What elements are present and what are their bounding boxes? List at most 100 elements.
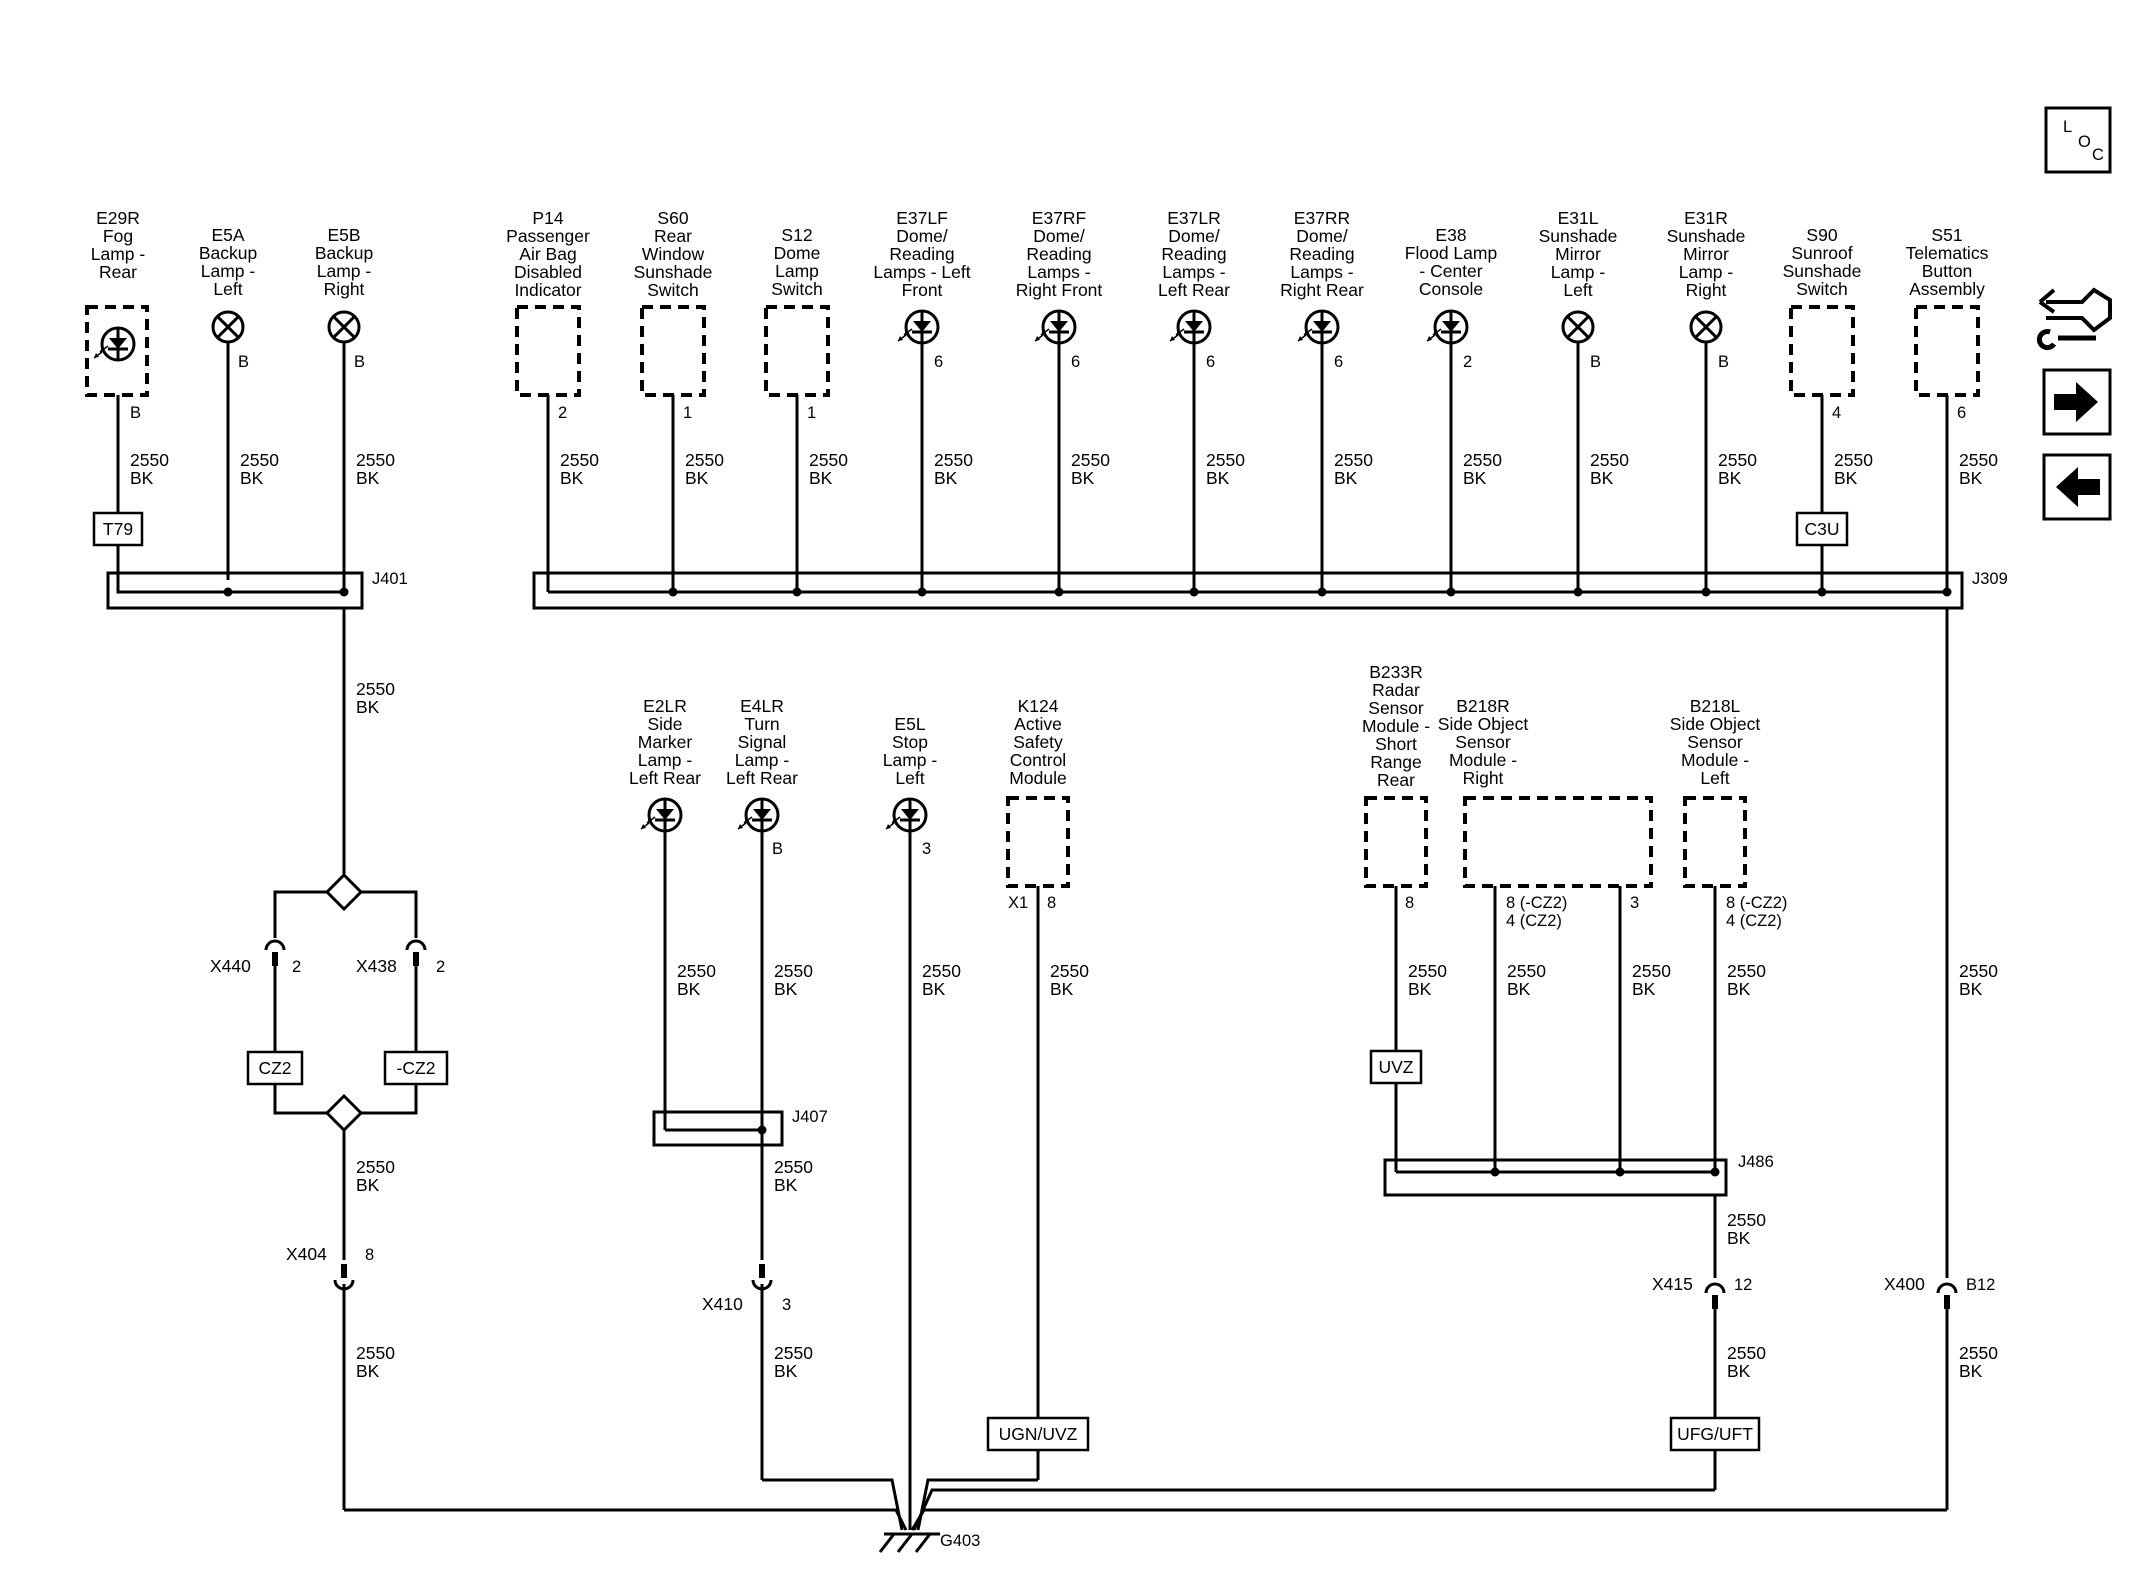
wire-circuit: 2550 xyxy=(1206,450,1245,470)
component-label-e4lr: Turn xyxy=(744,714,779,734)
component-label-e37lr: Left Rear xyxy=(1158,280,1230,300)
connector-pin xyxy=(759,1264,765,1278)
wire-circuit: 2550 xyxy=(1507,961,1546,981)
ground-wire xyxy=(762,1478,904,1531)
arrow-left-icon[interactable] xyxy=(2042,453,2112,521)
component-label-s12: Lamp xyxy=(775,261,819,281)
pin-label: 4 (CZ2) xyxy=(1506,912,1562,930)
wire-color: BK xyxy=(356,697,380,717)
wire-circuit: 2550 xyxy=(1334,450,1373,470)
ground-hatch xyxy=(896,1533,914,1553)
option-box xyxy=(383,1050,449,1086)
led-ray-head xyxy=(1433,330,1438,335)
component-label-e37rf: Right Front xyxy=(1016,280,1103,300)
connector-pin-label: 12 xyxy=(1734,1276,1752,1294)
wire-circuit: 2550 xyxy=(1959,1343,1998,1363)
ground-hatch xyxy=(914,1533,932,1553)
wire-circuit: 2550 xyxy=(922,961,961,981)
led-ray-head xyxy=(886,824,891,829)
component-label-e37lf: Lamps - Left xyxy=(873,262,970,282)
led-icon xyxy=(737,797,780,833)
connector-pin xyxy=(1944,1295,1950,1309)
component-label-s90: Sunshade xyxy=(1783,261,1862,281)
component-label-e37rf: E37RF xyxy=(1032,208,1086,228)
component-label-e5b: Right xyxy=(324,279,365,299)
option-label: C3U xyxy=(1804,519,1839,539)
component-label-s51: Telematics xyxy=(1906,243,1989,263)
arrow-right-shape[interactable] xyxy=(2054,382,2098,422)
connector-outline[interactable] xyxy=(2046,287,2112,333)
arrow-right-icon[interactable] xyxy=(2042,368,2112,436)
connector-pin xyxy=(341,1264,347,1278)
splice-dot xyxy=(1615,1167,1625,1177)
component-label-e5l: E5L xyxy=(894,714,925,734)
component-label-e31r: Right xyxy=(1686,280,1727,300)
wire-color: BK xyxy=(774,1175,798,1195)
component-label-e5l: Left xyxy=(895,768,924,788)
splice-dot xyxy=(223,587,233,597)
wire-color: BK xyxy=(1959,1361,1983,1381)
splice-dot xyxy=(792,587,802,597)
loc-button-frame[interactable] xyxy=(2044,106,2112,174)
loc-button[interactable]: LOC xyxy=(2044,106,2112,174)
wire-circuit: 2550 xyxy=(356,450,395,470)
component-label-k124: Safety xyxy=(1013,732,1063,752)
component-label-e5a: E5A xyxy=(211,225,244,245)
connector-label: X438 xyxy=(356,956,397,976)
led-ray-head xyxy=(647,818,652,823)
splice-dot xyxy=(1573,587,1583,597)
wire-color: BK xyxy=(560,468,584,488)
wire-circuit: 2550 xyxy=(1727,961,1766,981)
connector-socket xyxy=(1936,1282,1958,1294)
pin-label: 8 (-CZ2) xyxy=(1506,894,1567,912)
component-label-e37rr: Reading xyxy=(1289,244,1354,264)
wire-color: BK xyxy=(809,468,833,488)
led-icon xyxy=(1297,309,1340,345)
led-icon xyxy=(885,797,928,833)
wire-circuit: 2550 xyxy=(774,1343,813,1363)
wire-color: BK xyxy=(356,1361,380,1381)
wire-color: BK xyxy=(1408,979,1432,999)
component-label-b218r: Right xyxy=(1463,768,1504,788)
wire-circuit: 2550 xyxy=(1718,450,1757,470)
led-icon xyxy=(640,797,683,833)
option-label: CZ2 xyxy=(258,1058,291,1078)
component-label-e5b: Backup xyxy=(315,243,373,263)
component-label-s60: Window xyxy=(642,244,705,264)
wrench-shape[interactable] xyxy=(2036,329,2096,350)
connector-pin-label: 2 xyxy=(292,958,301,976)
bulb-icon xyxy=(211,310,245,344)
led-triangle xyxy=(1050,321,1068,332)
component-label-p14: Indicator xyxy=(514,280,581,300)
connector-socket xyxy=(405,939,427,951)
led-ray-head xyxy=(1176,330,1181,335)
component-k124 xyxy=(1006,796,1070,888)
component-label-e37rf: Dome/ xyxy=(1033,226,1085,246)
component-label-s12: S12 xyxy=(781,225,812,245)
component-label-p14: P14 xyxy=(532,208,563,228)
connector-socket xyxy=(751,1279,773,1291)
component-label-e29r: Lamp - xyxy=(91,244,146,264)
pin-label: 6 xyxy=(1334,353,1343,371)
connector-wrench-icon[interactable] xyxy=(2036,287,2112,350)
pin-label: 1 xyxy=(683,404,692,422)
component-label-e29r: E29R xyxy=(96,208,140,228)
pin-label: 1 xyxy=(807,404,816,422)
component-label-b218r: Module - xyxy=(1449,750,1517,770)
component-label-s90: Sunroof xyxy=(1791,243,1852,263)
splice-label: J401 xyxy=(372,570,408,588)
pin-label: 6 xyxy=(1206,353,1215,371)
arrow-left-shape[interactable] xyxy=(2056,467,2100,507)
wire-color: BK xyxy=(240,468,264,488)
component-label-s60: Sunshade xyxy=(634,262,713,282)
led-ray-head xyxy=(738,824,743,829)
ground-wire xyxy=(344,1508,908,1531)
wire-circuit: 2550 xyxy=(130,450,169,470)
connector-arrow[interactable] xyxy=(2038,288,2056,314)
wire-color: BK xyxy=(1959,979,1983,999)
splice-label: J407 xyxy=(792,1108,828,1126)
connector-socket xyxy=(264,939,286,951)
option-box xyxy=(246,1050,304,1086)
component-label-b218l: Module - xyxy=(1681,750,1749,770)
